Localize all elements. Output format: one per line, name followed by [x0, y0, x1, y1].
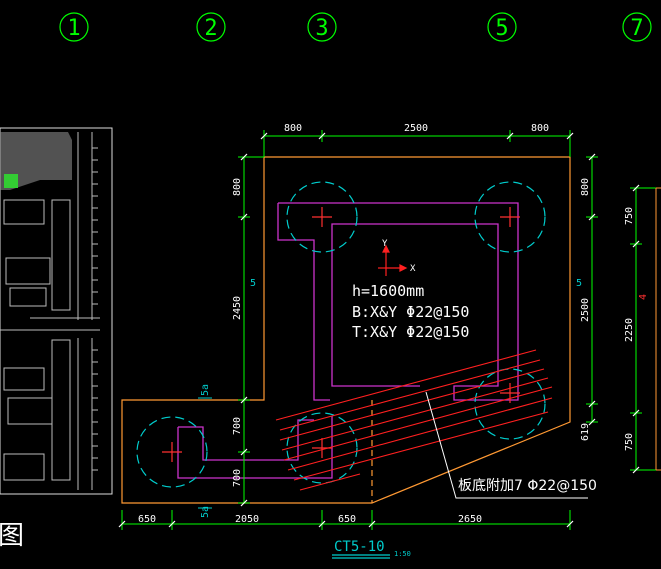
dim-left-3: 700 [232, 469, 243, 487]
cap-bottom-rebar-note: B:X&Y Φ22@150 [352, 303, 469, 321]
extra-rebar-note: 板底附加7 Φ22@150 [458, 478, 597, 494]
piles [136, 181, 546, 488]
drawing-title-block[interactable]: CT5-10 1:50 [332, 539, 411, 559]
site-plan-partial [0, 127, 113, 495]
grid-bubble-1[interactable]: 1 [59, 12, 89, 42]
dim-left-1: 2450 [232, 296, 243, 320]
grid-bubble-label: 2 [204, 16, 217, 41]
drawing-scale: 1:50 [394, 550, 411, 558]
dim-left-2: 700 [232, 417, 243, 435]
pile-2[interactable] [474, 181, 546, 253]
dimension-lines [121, 130, 661, 530]
dimension-text: 800 2500 800 800 2450 700 700 800 2500 6… [138, 123, 635, 525]
grid-bubble-label: 3 [315, 16, 328, 41]
grid-axis-bubbles: 1 2 3 5 7 [59, 12, 652, 42]
dim-bottom-0: 650 [138, 514, 156, 525]
section-mark-left: 5 [250, 278, 256, 289]
adjacent-drawing-partial [656, 187, 661, 471]
pile-cap-outline[interactable] [121, 156, 571, 504]
cap-thickness-note: h=1600mm [352, 282, 424, 300]
grid-bubble-5[interactable]: 5 [487, 12, 517, 42]
cap-notes: h=1600mm B:X&Y Φ22@150 T:X&Y Φ22@150 [352, 282, 469, 341]
section-mark-5a-top: 5a [200, 384, 211, 396]
pile-4[interactable] [286, 412, 358, 484]
left-partial-title: 图 [0, 521, 24, 551]
dim-top-2: 800 [531, 123, 549, 134]
dim-top-1: 2500 [404, 123, 428, 134]
section-marks: 5 5 5a 5a 4 [200, 278, 649, 518]
local-axis-marker [378, 244, 408, 276]
dim-farright-0: 750 [624, 207, 635, 225]
drawing-title: CT5-10 [334, 539, 385, 555]
dim-bottom-1: 2050 [235, 514, 259, 525]
rebar-leader [425, 391, 588, 499]
dim-farright-2: 750 [624, 433, 635, 451]
dim-top-0: 800 [284, 123, 302, 134]
grid-bubble-3[interactable]: 3 [307, 12, 337, 42]
axis-x-label: X [410, 264, 416, 274]
dim-bottom-2: 650 [338, 514, 356, 525]
dimension-ticks [118, 132, 640, 528]
dim-farright-1: 2250 [624, 318, 635, 342]
dim-left-0: 800 [232, 178, 243, 196]
additional-rebar-hatch[interactable] [275, 349, 553, 491]
grid-bubble-label: 7 [630, 16, 643, 41]
pile-5[interactable] [136, 416, 208, 488]
dim-right-0: 800 [580, 178, 591, 196]
pile-3[interactable] [474, 368, 546, 440]
dim-right-2: 619 [580, 423, 591, 441]
dim-bottom-3: 2650 [458, 514, 482, 525]
grid-bubble-2[interactable]: 2 [196, 12, 226, 42]
axis-y-label: Y [382, 239, 388, 249]
grid-bubble-label: 5 [495, 16, 508, 41]
section-mark-5a-bottom: 5a [200, 506, 211, 518]
pile-1[interactable] [286, 181, 358, 253]
section-mark-right: 5 [576, 278, 582, 289]
section-mark-far-right: 4 [638, 294, 649, 300]
grid-bubble-label: 1 [67, 16, 80, 41]
dim-right-1: 2500 [580, 298, 591, 322]
pile-center-marks [162, 207, 520, 462]
cap-top-rebar-note: T:X&Y Φ22@150 [352, 323, 469, 341]
grid-bubble-7[interactable]: 7 [622, 12, 652, 42]
